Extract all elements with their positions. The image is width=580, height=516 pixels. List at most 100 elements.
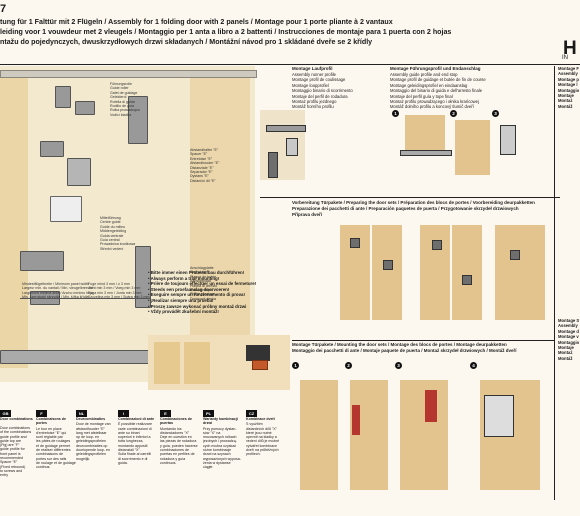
mount-door-1 xyxy=(300,380,338,490)
section1-line: Montáž horního profilu xyxy=(292,104,334,110)
note-nl: • Steeds een proefaanslag doorvoeren! xyxy=(148,286,230,292)
section3-line3: Příprava dveří xyxy=(292,212,323,217)
callout-guide-roller: Führungsrolle Guide roller Galet de guid… xyxy=(110,82,140,117)
spec-gap: Fuge mind 3 mm / ≥ 3 mm Joint min 3 mm /… xyxy=(88,282,150,299)
brand-sub: IN xyxy=(562,55,568,61)
combo-es: E Combinaciones de puertas Montando los … xyxy=(160,410,200,500)
section2-title: Montage Führungsprofil und Endanschlag xyxy=(390,66,481,71)
roller-carriage-part xyxy=(75,101,95,115)
end-stop-part xyxy=(500,125,516,155)
section4-title: Montage Türpakete / Mounting the door se… xyxy=(292,342,507,347)
instruction-sheet: 7 tung für 1 Falttür mit 2 Flügeln / Ass… xyxy=(0,0,580,500)
right-edge-line: Montage l xyxy=(558,82,578,88)
section2-line: Montaje del perfil guía y tope final xyxy=(390,93,453,99)
brand-logo: H xyxy=(563,38,578,59)
step-3-marker: 3 xyxy=(492,110,499,117)
combo-heading: Kombinace dveří xyxy=(246,417,275,421)
right-edge-line: Montage S xyxy=(558,318,580,323)
prep-door-4 xyxy=(452,225,482,320)
spacer-block xyxy=(246,345,270,361)
box-part xyxy=(484,395,514,437)
pivot-assembly-part xyxy=(128,96,148,144)
right-edge-top: Montage F Assembly Montage p Montage l M… xyxy=(558,66,579,109)
combo-text: S využitím distančních dílů "X" které js… xyxy=(246,422,280,457)
header-line-3: ntažu do pojedynczych, dwuskrzydłowych d… xyxy=(0,38,373,46)
section3-title: Vorbereitung Türpakete / Preparing the d… xyxy=(292,200,535,205)
lang-badge: E xyxy=(160,410,171,417)
exploded-view-panel: Führungsrolle Guide roller Galet de guid… xyxy=(0,66,257,382)
note-es: • ¡Realizar siempre una prueba! xyxy=(148,297,214,303)
highlight-area-2 xyxy=(425,390,437,422)
combo-text: Door de montage van afstandhouder "E" la… xyxy=(76,422,111,461)
combo-text: Przy pomocy dystan- sów "X" na mocowanyc… xyxy=(203,426,241,470)
hinge-mark xyxy=(350,238,360,248)
right-edge-mid: Montage S Assembly Montage d Montage v M… xyxy=(558,318,579,361)
lang-badge: PL xyxy=(203,410,214,417)
right-edge-line: Montaje xyxy=(558,93,574,99)
combo-heading: Combinaciones de puertas xyxy=(160,417,192,426)
mount-step-4: 4 xyxy=(470,362,477,369)
combo-heading: Deurcombinaties xyxy=(76,417,106,421)
lower-pivot-part xyxy=(135,246,151,308)
lang-badge: I xyxy=(118,410,129,417)
guide-panel-1 xyxy=(405,115,445,155)
header: 7 tung für 1 Falttür mit 2 Flügeln / Ass… xyxy=(0,0,580,64)
step-2-marker: 2 xyxy=(450,110,457,117)
section2-line: Montáž dolního profilu a koncový tlumič … xyxy=(390,104,474,110)
combo-gb: GB Door combinations xyxy=(0,410,34,500)
mount-door-2 xyxy=(350,380,388,490)
step-1-marker: 1 xyxy=(392,110,399,117)
mount-step-2: 2 xyxy=(345,362,352,369)
hinge-part xyxy=(40,141,64,157)
runner-illustration xyxy=(260,110,305,180)
runner-profile xyxy=(266,125,306,132)
spacer-block-detail xyxy=(252,360,268,370)
right-column-divider xyxy=(554,66,555,500)
section-divider-1 xyxy=(260,197,560,198)
door-panel-right xyxy=(190,78,250,368)
note-en: • Always perform a trial mounting! xyxy=(148,275,220,281)
right-edge-line: Assembly xyxy=(558,323,578,329)
section3-line2: Preparazione dei pacchetti di ante / Pre… xyxy=(292,206,519,211)
right-edge-line: Assembly xyxy=(558,71,578,77)
section1-line: Assembly runner profile xyxy=(292,72,336,77)
right-edge-line: Montaggio xyxy=(558,87,580,93)
note-it: • Eseguire sempre un funzionamento di pr… xyxy=(148,292,245,298)
screw-driver xyxy=(268,152,278,178)
note-cz: • Vždy provádět zkušební montáž! xyxy=(148,309,219,315)
hinge-mark xyxy=(383,260,393,270)
combo-fr: F Combinaisons de portes Le tour en plac… xyxy=(36,410,76,500)
right-edge-line: Montaż xyxy=(558,98,573,104)
combo-door-1 xyxy=(154,342,180,384)
note-de: • Bitte immer einen Probeaufbau durchfüh… xyxy=(148,270,245,275)
top-rail xyxy=(0,70,257,78)
section2-line: Montage profil de guidage et butée de fi… xyxy=(390,77,486,83)
dimension-line xyxy=(20,298,150,299)
combo-heading: Combinaisons de portes xyxy=(36,417,66,426)
guide-roller-part xyxy=(55,86,71,108)
section1-title: Montage Laufprofil xyxy=(292,66,333,71)
section1-line: Montage profil de coulissage xyxy=(292,77,346,83)
hinge-mark xyxy=(462,275,472,285)
right-edge-line: Montage v xyxy=(558,334,579,340)
cover-plate-part xyxy=(50,196,82,222)
combo-it: I Combinazioni di ante È possibile reali… xyxy=(118,410,156,500)
right-edge-line: Montage F xyxy=(558,66,579,71)
header-line-2: leiding voor 1 vouwdeur met 2 vleugels /… xyxy=(0,28,452,36)
section1-line: Montaż profilu jezdnego xyxy=(292,99,337,105)
mount-clip xyxy=(286,138,298,156)
combo-text: È possibile realizzare varie combinazion… xyxy=(118,422,152,465)
lang-badge: F xyxy=(36,410,47,417)
guide-panel-2 xyxy=(455,120,490,175)
section2-line: Montaggio del binario di guida e dell'ar… xyxy=(390,88,483,94)
lang-badge: CZ xyxy=(246,410,257,417)
section1-line: Montaggio binario di scorrimento xyxy=(292,88,353,94)
combo-heading: Combinazioni di ante xyxy=(118,417,155,421)
section1-body: Assembly runner profile Montage profil d… xyxy=(292,72,353,110)
right-edge-line: Montaje xyxy=(558,345,574,351)
door-panel-left xyxy=(0,78,28,368)
right-edge-line: Montáž xyxy=(558,103,573,109)
combo-gb-text: Door combinations of the combinations gu… xyxy=(0,426,32,478)
mount-door-3 xyxy=(400,380,448,490)
bottom-rail-part xyxy=(0,350,152,364)
